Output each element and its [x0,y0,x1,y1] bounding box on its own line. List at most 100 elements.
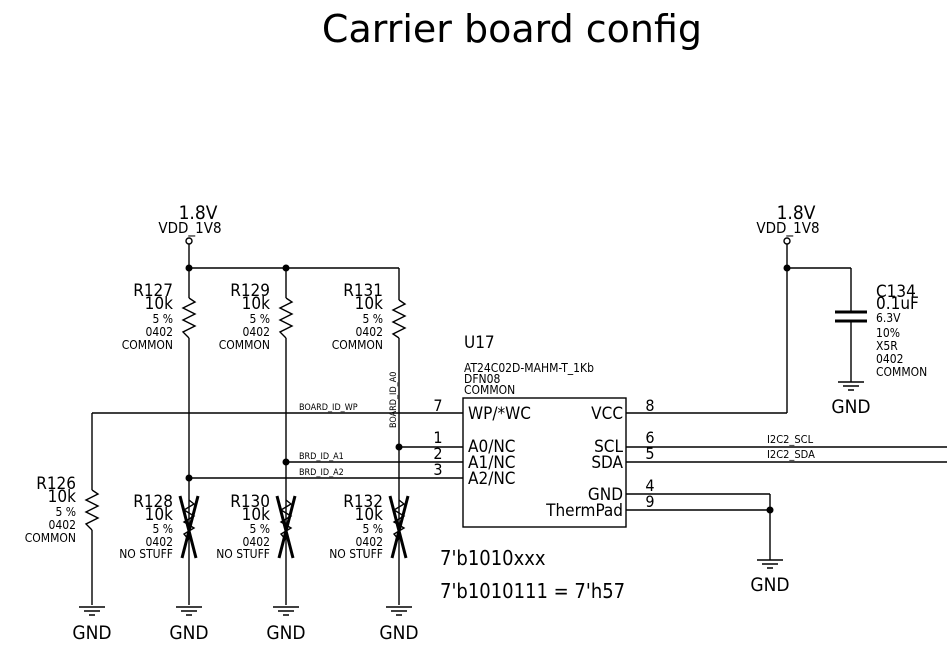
tolerance-label: 5 % [249,312,270,326]
tolerance-label: 5 % [249,522,270,536]
ref-label: R131 [343,281,383,301]
tolerance-label: 5 % [362,312,383,326]
pin-number: 3 [433,460,442,479]
capacitor-icon [835,310,867,323]
ref-label: R128 [133,492,173,512]
pin-name: WP/*WC [468,404,531,424]
value-label: 10k [242,505,270,525]
package-label: 0402 [356,535,383,549]
pin-number: 1 [433,428,442,447]
value-label: 10k [355,294,383,314]
ground-icon [386,606,412,616]
package-label: 0402 [49,518,76,532]
net-label-board-id-wp: BOARD_ID_WP [299,403,358,413]
variant-label: NO STUFF [329,547,383,561]
gnd-symbol: GND [831,381,871,418]
voltage-label: 6.3V [876,311,901,325]
tolerance-label: 5 % [152,312,173,326]
resistor-r130: R130 10k 5 % 0402 NO STUFF [216,492,297,561]
variant-label: COMMON [219,338,270,352]
package-label: 0402 [356,325,383,339]
resistor-icon [391,299,407,339]
variant-label: NO STUFF [216,547,270,561]
variant-label: COMMON [122,338,173,352]
variant-label: COMMON [25,531,76,545]
resistor-r127: R127 10k 5 % 0402 COMMON [122,281,173,352]
ref-label: R132 [343,492,383,512]
ic-u17: U17 AT24C02D-MAHM-T_1Kb DFN08 COMMON 7 W… [433,333,655,528]
pin-number: 4 [645,476,654,495]
junction-dot [185,474,193,482]
value-label: 10k [145,505,173,525]
net-label-brd-id-a2: BRD_ID_A2 [299,468,344,478]
resistor-icon [392,499,406,541]
capacitor-c134: C134 0.1uF 6.3V 10% X5R 0402 COMMON [835,282,927,382]
gnd-symbol: GND [379,606,419,644]
ic-ref-label: U17 [464,333,495,353]
value-label: 10k [355,505,383,525]
net-label-brd-id-a1: BRD_ID_A1 [299,452,344,462]
pin-name: GND [588,485,623,505]
power-symbol-left: 1.8V VDD_1V8 [158,202,222,245]
tolerance-label: 5 % [152,522,173,536]
gnd-label: GND [266,622,305,644]
resistor-r126: R126 10k 5 % 0402 COMMON [25,474,76,545]
pin-name: ThermPad [545,501,623,521]
junction-dot [282,458,290,466]
pin-name: A2/NC [468,469,515,489]
ref-label: C134 [876,282,916,302]
pin-number: 5 [645,444,654,463]
pin-number: 2 [433,444,442,463]
ground-icon [838,381,864,391]
power-port-icon [185,237,193,245]
power-port-icon [783,237,791,245]
ground-icon [176,606,202,616]
resistor-r129: R129 10k 5 % 0402 COMMON [219,281,270,352]
pin-number: 7 [433,396,442,415]
gnd-symbol: GND [750,559,790,596]
ref-label: R130 [230,492,270,512]
ground-icon [757,559,783,569]
variant-label: NO STUFF [119,547,173,561]
package-label: 0402 [146,535,173,549]
resistor-icon [84,489,100,531]
value-label: 10k [145,294,173,314]
net-label-i2c2-scl: I2C2_SCL [767,433,814,446]
pin-name: SCL [594,437,623,457]
address-note-pattern: 7'b1010xxx [440,546,546,570]
resistor-icon [278,297,294,339]
ic-variant-label: COMMON [464,383,515,397]
value-label: 0.1uF [876,294,919,314]
gnd-symbol: GND [169,606,209,644]
junction-dot [395,443,403,451]
package-label: 0402 [146,325,173,339]
variant-label: COMMON [876,365,927,379]
power-symbol-right: 1.8V VDD_1V8 [756,202,820,245]
value-label: 10k [48,487,76,507]
resistor-icon [182,499,196,541]
value-label: 10k [242,294,270,314]
ref-label: R129 [230,281,270,301]
tolerance-label: 10% [876,326,900,340]
gnd-label: GND [379,622,418,644]
ref-label: R126 [36,474,76,494]
package-label: 0402 [876,352,903,366]
power-net-label: VDD_1V8 [756,219,819,238]
gnd-symbol: GND [72,606,112,644]
pin-number: 9 [645,492,654,511]
gnd-label: GND [169,622,208,644]
net-label-i2c2-sda: I2C2_SDA [767,448,815,461]
dielectric-label: X5R [876,339,898,353]
gnd-label: GND [750,574,789,596]
ground-icon [273,606,299,616]
junction-dot [766,506,774,514]
pin-name: A1/NC [468,453,515,473]
address-note-value: 7'b1010111 = 7'h57 [440,579,625,603]
sheet-title: Carrier board config [322,7,702,51]
ref-label: R127 [133,281,173,301]
pin-name: VCC [591,404,623,424]
gnd-symbol: GND [266,606,306,644]
ic-part-label: AT24C02D-MAHM-T_1Kb [464,361,594,375]
tolerance-label: 5 % [362,522,383,536]
pin-name: A0/NC [468,437,515,457]
